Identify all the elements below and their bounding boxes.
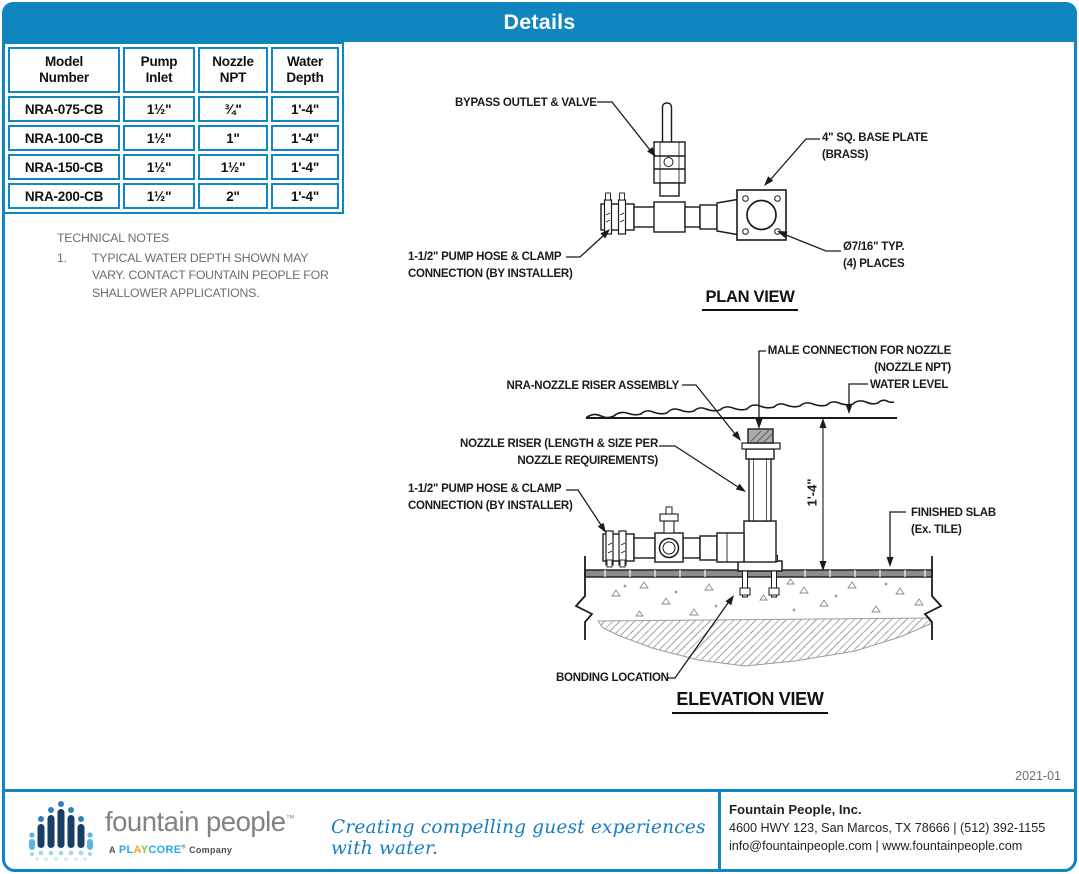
registered-symbol: ®: [181, 844, 187, 851]
document-number: 2021-01: [1015, 769, 1061, 783]
cell-nozzle-npt: ¾": [198, 96, 268, 122]
cell-water-depth: 1'-4": [271, 96, 339, 122]
label-pump-hose-elevation: 1-1/2" PUMP HOSE & CLAMP CONNECTION (BY …: [408, 483, 573, 512]
table-row: NRA-150-CB 1½" 1½" 1'-4": [8, 154, 339, 180]
label-male-connection: MALE CONNECTION FOR NOZZLE (NOZZLE NPT): [767, 345, 952, 374]
label-base-plate: 4" SQ. BASE PLATE (BRASS): [822, 132, 928, 161]
elevation-view-title: ELEVATION VIEW: [670, 689, 830, 714]
cell-water-depth: 1'-4": [271, 125, 339, 151]
col-header-model: Model Number: [8, 47, 120, 93]
water-level-line: [585, 399, 897, 419]
company-address: 4600 HWY 123, San Marcos, TX 78666 | (51…: [729, 820, 1046, 835]
subgrade-hatch: [597, 617, 931, 667]
technical-notes: TECHNICAL NOTES 1. TYPICAL WATER DEPTH S…: [57, 230, 329, 302]
pipe-assembly-elevation: [602, 532, 745, 563]
page-title: Details: [503, 10, 576, 34]
note-text: TYPICAL WATER DEPTH SHOWN MAY VARY. CONT…: [92, 251, 329, 300]
bypass-valve-plan: [653, 102, 686, 197]
label-bypass-outlet-valve: BYPASS OUTLET & VALVE: [455, 97, 597, 109]
finished-slab: [584, 569, 933, 578]
footer-divider-horizontal: [2, 789, 1077, 792]
col-header-nozzle-npt: Nozzle NPT: [198, 47, 268, 93]
dimension-line: [819, 418, 827, 571]
label-bonding-location: BONDING LOCATION: [556, 672, 669, 684]
cell-model: NRA-150-CB: [8, 154, 120, 180]
hose-clamps-plan: [603, 192, 627, 235]
label-finished-slab: FINISHED SLAB (Ex. TILE): [911, 507, 996, 536]
cell-pump-inlet: 1½": [123, 183, 195, 209]
nozzle-riser: [741, 428, 781, 563]
cell-pump-inlet: 1½": [123, 96, 195, 122]
cell-model: NRA-100-CB: [8, 125, 120, 151]
elevation-arrowheads: [597, 404, 894, 606]
label-bolt-holes: Ø7/16" TYP. (4) PLACES: [843, 241, 905, 270]
label-nozzle-riser: NOZZLE RISER (LENGTH & SIZE PER NOZZLE R…: [460, 438, 658, 467]
technical-notes-title: TECHNICAL NOTES: [57, 231, 170, 245]
col-header-water-depth: Water Depth: [271, 47, 339, 93]
details-header-bar: Details: [2, 2, 1077, 42]
footer-divider-vertical: [718, 789, 721, 869]
elevation-leader-lines: [566, 350, 906, 679]
table-row: NRA-100-CB 1½" 1" 1'-4": [8, 125, 339, 151]
company-contact-block: Fountain People, Inc. 4600 HWY 123, San …: [729, 801, 1045, 855]
plan-view-drawing: [566, 101, 841, 258]
brand-wordmark: fountain people™: [105, 806, 295, 837]
col-header-pump-inlet: Pump Inlet: [123, 47, 195, 93]
bypass-valve-elevation: [654, 506, 684, 563]
plan-arrowheads: [600, 147, 788, 239]
cell-pump-inlet: 1½": [123, 154, 195, 180]
model-spec-table: Model Number Pump Inlet Nozzle NPT Water…: [3, 42, 344, 214]
break-lines: [574, 556, 943, 640]
table-header-row: Model Number Pump Inlet Nozzle NPT Water…: [8, 47, 339, 93]
note-number: 1.: [57, 251, 67, 266]
riser-base-plate: [737, 555, 783, 598]
cell-pump-inlet: 1½": [123, 125, 195, 151]
plan-view-title: PLAN VIEW: [690, 288, 810, 311]
cell-nozzle-npt: 2": [198, 183, 268, 209]
table-row: NRA-075-CB 1½" ¾" 1'-4": [8, 96, 339, 122]
concrete-section: [611, 578, 924, 617]
table-row: NRA-200-CB 1½" 2" 1'-4": [8, 183, 339, 209]
cell-nozzle-npt: 1": [198, 125, 268, 151]
hose-clamps-elevation: [605, 530, 627, 568]
label-dimension-1-4: 1'-4": [804, 478, 820, 507]
trademark-symbol: ™: [285, 812, 295, 823]
base-plate-plan: [736, 189, 787, 241]
plan-leader-lines: [566, 101, 841, 258]
pipe-assembly-plan: [600, 198, 741, 236]
label-water-level: WATER LEVEL: [870, 379, 949, 391]
company-tagline: Creating compelling guest experiences wi…: [331, 817, 706, 859]
label-pump-hose-plan: 1-1/2" PUMP HOSE & CLAMP CONNECTION (BY …: [408, 251, 573, 280]
label-nra-assembly: NRA-NOZZLE RISER ASSEMBLY: [506, 380, 680, 392]
elevation-view-drawing: [566, 350, 943, 679]
company-email-web: info@fountainpeople.com | www.fountainpe…: [729, 838, 1023, 853]
fountain-people-logo-icon: [29, 801, 93, 861]
cell-model: NRA-200-CB: [8, 183, 120, 209]
cell-model: NRA-075-CB: [8, 96, 120, 122]
cell-nozzle-npt: 1½": [198, 154, 268, 180]
company-name: Fountain People, Inc.: [729, 802, 862, 817]
cell-water-depth: 1'-4": [271, 154, 339, 180]
cell-water-depth: 1'-4": [271, 183, 339, 209]
